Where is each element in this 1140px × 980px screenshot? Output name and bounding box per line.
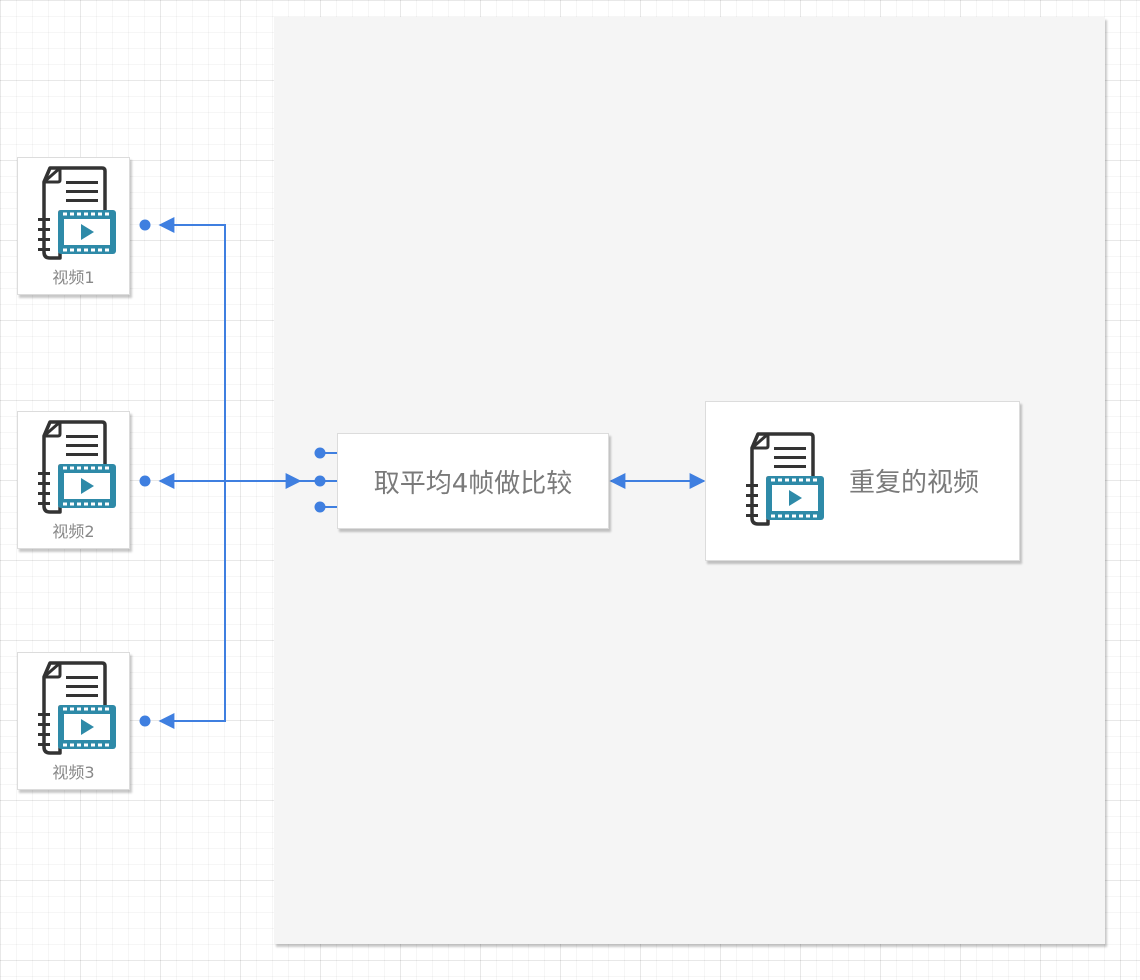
connector-dot bbox=[139, 715, 151, 727]
video-node-label: 视频1 bbox=[52, 268, 95, 287]
connector-dot bbox=[139, 475, 151, 487]
result-label: 重复的视频 bbox=[849, 468, 980, 498]
process-label: 取平均4帧做比较 bbox=[373, 468, 573, 499]
video-file-icon bbox=[739, 432, 831, 528]
video-node-3[interactable]: 视频3 bbox=[17, 652, 130, 790]
edge-process-video-1[interactable] bbox=[139, 217, 319, 482]
video-node-2[interactable]: 视频2 bbox=[17, 411, 130, 549]
video-file-icon bbox=[36, 420, 118, 516]
video-node-1[interactable]: 视频1 bbox=[17, 157, 130, 295]
process-ports bbox=[314, 447, 337, 513]
process-node[interactable]: 取平均4帧做比较 bbox=[337, 433, 609, 529]
connector-dot bbox=[139, 219, 151, 231]
result-node[interactable]: 重复的视频 bbox=[705, 401, 1020, 561]
video-node-label: 视频2 bbox=[52, 522, 95, 541]
video-node-label: 视频3 bbox=[52, 763, 95, 782]
video-file-icon bbox=[36, 166, 118, 262]
edge-process-video-3[interactable] bbox=[139, 480, 319, 729]
video-file-icon bbox=[36, 661, 118, 757]
